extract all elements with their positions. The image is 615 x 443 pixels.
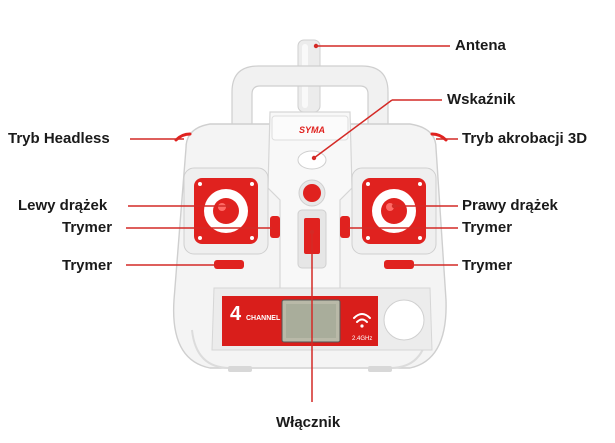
label-acro: Tryb akrobacji 3D xyxy=(462,130,588,147)
label-trim-left-upper: Trymer xyxy=(62,219,113,236)
display-panel xyxy=(211,287,433,351)
right-stick-housing xyxy=(351,167,437,255)
left-stick-housing xyxy=(183,167,269,255)
channel-digit: 4 xyxy=(230,303,242,325)
label-right-stick: Prawy drążek xyxy=(462,197,558,214)
feet xyxy=(228,366,392,372)
label-power: Włącznik xyxy=(276,414,341,431)
trimmers xyxy=(214,216,414,269)
label-indicator: Wskaźnik xyxy=(447,91,516,108)
leader-indicator xyxy=(313,99,393,159)
wifi-icon xyxy=(353,313,371,328)
label-antenna: Antena xyxy=(455,37,506,54)
brand-logo: SYMA xyxy=(299,125,325,135)
label-left-stick: Lewy drążek xyxy=(18,197,108,214)
leader-lines xyxy=(126,43,458,402)
frequency-label: 2.4GHz xyxy=(352,336,372,342)
label-trim-left-lower: Trymer xyxy=(62,257,113,274)
indicator-window xyxy=(297,150,327,170)
label-headless: Tryb Headless xyxy=(8,130,110,147)
label-trim-right-lower: Trymer xyxy=(462,257,513,274)
label-trim-right-upper: Trymer xyxy=(462,219,513,236)
channel-word: CHANNEL xyxy=(246,315,281,322)
